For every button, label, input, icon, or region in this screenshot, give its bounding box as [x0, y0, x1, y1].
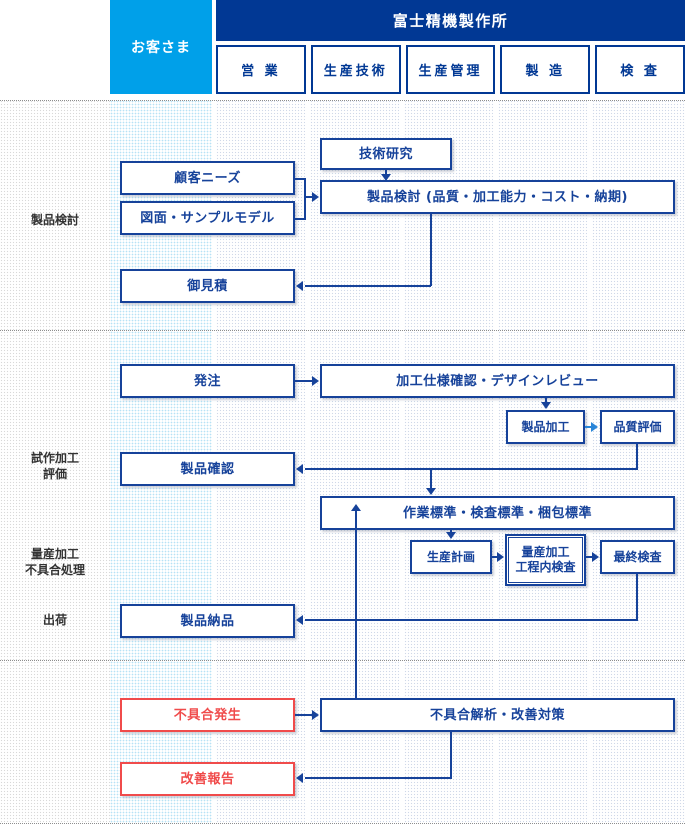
phase-label-shipping: 出荷: [42, 613, 67, 627]
node-quotation[interactable]: 御見積: [120, 269, 295, 303]
arrowhead-feedback-to-standards: [351, 504, 361, 511]
node-product-machining[interactable]: 製品加工: [506, 410, 585, 444]
connector-plan-to-mass: [492, 556, 498, 558]
node-product-confirmation[interactable]: 製品確認: [120, 452, 295, 486]
arrowhead-spec-to-machining: [541, 402, 551, 409]
connector-merge-to-review: [304, 196, 314, 198]
arrowhead-standards-to-plan: [446, 532, 456, 539]
diagram-header: お客さま 富士精機製作所 営 業 生産技術 生産管理 製 造 検 査: [0, 0, 685, 100]
connector-review-to-quote-vertical: [430, 214, 432, 286]
connector-machining-to-quality: [585, 426, 592, 428]
phase-column-background: [0, 100, 110, 824]
connector-to-standards-vertical: [430, 468, 432, 490]
node-work-inspection-packing-standards[interactable]: 作業標準・検査標準・梱包標準: [320, 496, 675, 530]
arrowhead-mass-to-final: [592, 552, 599, 562]
connector-analysis-to-report: [305, 777, 452, 779]
arrowhead-to-standards: [426, 488, 436, 495]
connector-needs-stub: [295, 178, 306, 180]
arrowhead-order-to-spec: [312, 376, 319, 386]
connector-research-to-review: [385, 170, 387, 176]
header-dept-inspection: 検 査: [595, 45, 685, 94]
connector-analysis-down: [450, 732, 452, 778]
phase-label-prototype-evaluation: 試作加工 評価: [30, 451, 79, 481]
header-dept-manufacturing: 製 造: [500, 45, 591, 94]
connector-spec-to-machining: [545, 398, 547, 404]
node-order[interactable]: 発注: [120, 364, 295, 398]
phase-label-product-review: 製品検討: [30, 213, 79, 227]
node-drawing-sample-model[interactable]: 図面・サンプルモデル: [120, 201, 295, 235]
node-improvement-report[interactable]: 改善報告: [120, 762, 295, 796]
connector-drawing-stub: [295, 218, 306, 220]
arrowhead-to-quotation: [296, 281, 303, 291]
connector-review-to-quote-horizontal: [305, 285, 431, 287]
header-customer-cell: お客さま: [110, 0, 212, 94]
divider-top: [0, 100, 685, 101]
node-final-inspection[interactable]: 最終検査: [600, 540, 675, 574]
header-dept-sales: 営 業: [216, 45, 306, 94]
connector-needs-merge-vertical: [304, 178, 306, 218]
connector-defect-to-analysis: [295, 714, 313, 716]
connector-order-to-spec: [295, 380, 313, 382]
arrowhead-to-delivery: [296, 615, 303, 625]
node-mass-production-inprocess-inspection[interactable]: 量産加工 工程内検査: [505, 534, 586, 586]
connector-quality-to-confirm: [305, 468, 638, 470]
node-quality-evaluation[interactable]: 品質評価: [600, 410, 675, 444]
header-department-row: 営 業 生産技術 生産管理 製 造 検 査: [216, 45, 685, 94]
divider-phase2-phase3: [0, 660, 685, 661]
connector-final-down: [636, 574, 638, 620]
arrowhead-to-product-review: [312, 192, 319, 202]
node-customer-needs[interactable]: 顧客ニーズ: [120, 161, 295, 195]
arrowhead-to-product-confirmation: [296, 464, 303, 474]
divider-phase1-phase2: [0, 330, 685, 331]
connector-final-to-delivery: [305, 619, 638, 621]
connector-mass-to-final: [586, 556, 593, 558]
arrowhead-to-improvement-report: [296, 773, 303, 783]
connector-defect-feedback-vertical: [355, 508, 357, 700]
phase-label-mass-production: 量産加工 不具合処理: [24, 547, 85, 577]
header-dept-production-control: 生産管理: [405, 45, 496, 94]
arrowhead-machining-to-quality: [591, 422, 598, 432]
node-defect-occurrence[interactable]: 不具合発生: [120, 698, 295, 732]
node-production-plan[interactable]: 生産計画: [410, 540, 492, 574]
node-technical-research[interactable]: 技術研究: [320, 138, 452, 170]
diagram-body: 製品検討 試作加工 評価 量産加工 不具合処理 出荷 顧客ニーズ 図面・サンプル…: [0, 100, 685, 824]
header-dept-production-engineering: 生産技術: [310, 45, 401, 94]
connector-quality-down: [636, 444, 638, 469]
arrowhead-plan-to-mass: [497, 552, 504, 562]
arrowhead-research-down: [381, 174, 391, 181]
node-defect-analysis-countermeasure[interactable]: 不具合解析・改善対策: [320, 698, 675, 732]
arrowhead-defect-to-analysis: [312, 710, 319, 720]
node-spec-design-review[interactable]: 加工仕様確認・デザインレビュー: [320, 364, 675, 398]
node-product-delivery[interactable]: 製品納品: [120, 604, 295, 638]
header-company-title: 富士精機製作所: [216, 0, 685, 41]
node-product-review[interactable]: 製品検討 (品質・加工能力・コスト・納期): [320, 180, 675, 214]
